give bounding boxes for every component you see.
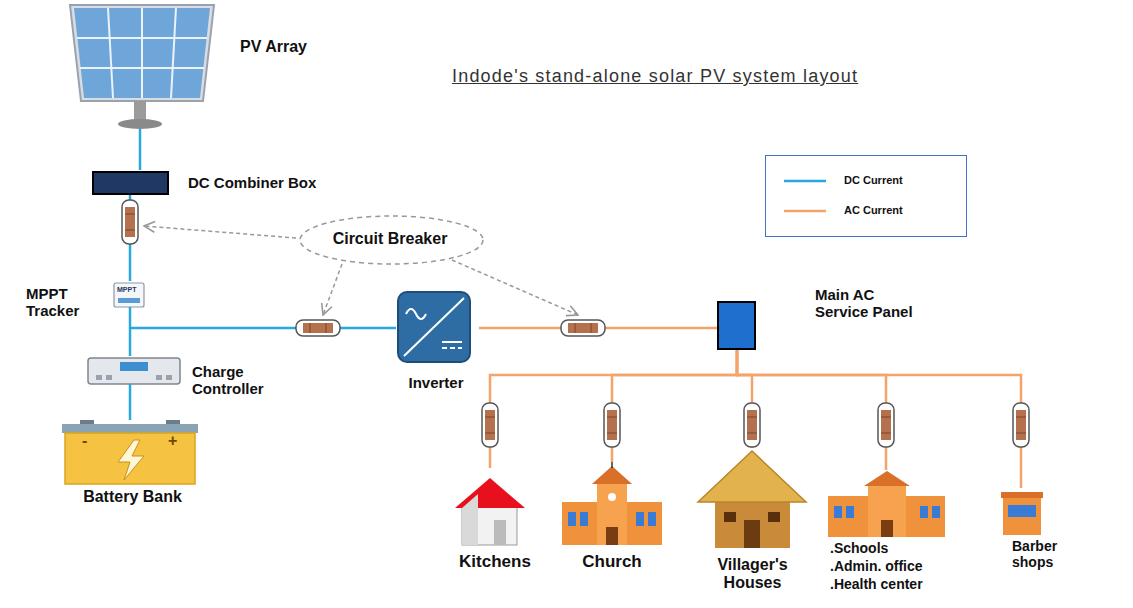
- battery-icon: [62, 420, 198, 484]
- dc-wire: [129, 384, 132, 408]
- terminal-sign: +: [168, 432, 177, 450]
- circuit-breaker-symbol: [878, 403, 894, 447]
- legend-label: AC Current: [844, 204, 903, 217]
- ac-wire: [490, 350, 737, 468]
- inverter: Inverter: [396, 290, 479, 395]
- legend-entry: DC Current: [766, 166, 966, 196]
- load-building: Villager's Houses: [695, 448, 813, 598]
- leader-line: [452, 260, 578, 315]
- node-label: .Admin. office: [830, 558, 923, 574]
- dc-wire: [129, 408, 132, 420]
- barber-shop-icon: [1001, 492, 1043, 535]
- circuit-breaker-symbol: [296, 320, 340, 336]
- ac-wire: [737, 350, 1021, 488]
- dc-wire: [139, 129, 142, 170]
- node-label: Inverter: [396, 374, 476, 391]
- mppt-display: [118, 298, 140, 303]
- node-label: PV Array: [240, 38, 307, 56]
- dc-wire: [130, 327, 396, 330]
- pv-array: PV Array: [55, 3, 340, 129]
- inverter-icon: [398, 292, 470, 362]
- circuit-breaker-symbol: [482, 403, 498, 447]
- node-label: Circuit Breaker: [298, 230, 482, 248]
- device-tag: MPPT: [117, 286, 136, 294]
- kitchen-icon: [455, 478, 525, 545]
- combiner-box: DC Combiner Box: [90, 170, 380, 195]
- node-label: MPPT Tracker: [26, 285, 96, 320]
- legend-box: DC Current AC Current: [765, 155, 967, 237]
- circuit-breaker-symbol: [604, 403, 620, 447]
- service-panel-icon: [718, 302, 755, 349]
- node-label: Church: [556, 552, 668, 572]
- diagram-title: Indode's stand-alone solar PV system lay…: [452, 66, 858, 87]
- legend-label: DC Current: [844, 174, 903, 187]
- school-icon: [828, 471, 945, 537]
- church-icon: [562, 462, 662, 545]
- load-building: Barber shops: [998, 488, 1098, 578]
- charge-controller-icon: [88, 358, 180, 384]
- node-label: Main AC Service Panel: [815, 286, 927, 321]
- leader-line: [144, 226, 296, 238]
- dc-wire: [129, 307, 132, 328]
- circuit-breaker-symbol: [122, 200, 138, 244]
- legend-line: [784, 180, 826, 183]
- node-label: DC Combiner Box: [188, 174, 316, 191]
- node-label: .Health center: [830, 576, 923, 592]
- legend-line: [784, 210, 826, 213]
- ac-wire: [612, 350, 737, 462]
- node-label: .Schools: [830, 540, 888, 556]
- combiner-box-icon: [93, 172, 168, 194]
- load-building: .Schools .Admin. office .Health center: [822, 470, 952, 598]
- circuit-breaker-symbol: [561, 320, 605, 336]
- circuit-breaker-symbol: [744, 403, 760, 447]
- load-building: Church: [556, 462, 671, 574]
- service-panel: Main AC Service Panel: [717, 284, 967, 350]
- node-label: Kitchens: [440, 552, 550, 572]
- battery-bank: Battery Bank: [60, 420, 206, 510]
- charge-controller: Charge Controller: [86, 356, 306, 408]
- load-building: Kitchens: [440, 468, 553, 574]
- mppt-icon: [114, 283, 144, 307]
- terminal-sign: -: [82, 432, 87, 450]
- node-label: Charge Controller: [192, 363, 292, 398]
- leader-line: [323, 264, 342, 315]
- node-label: Barber shops: [1012, 538, 1074, 570]
- node-label: Villager's Houses: [695, 556, 810, 593]
- ac-wire: [737, 350, 886, 470]
- callout-ellipse: Circuit Breaker: [298, 214, 485, 266]
- legend-entry: AC Current: [766, 196, 966, 226]
- circuit-breaker-symbol: [1013, 403, 1029, 447]
- legend-sample: [784, 166, 834, 196]
- dc-wire: [129, 328, 132, 356]
- hut-icon: [698, 451, 806, 548]
- pv-panel-icon: [70, 5, 214, 129]
- node-label: Battery Bank: [62, 488, 203, 506]
- legend-sample: [784, 196, 834, 226]
